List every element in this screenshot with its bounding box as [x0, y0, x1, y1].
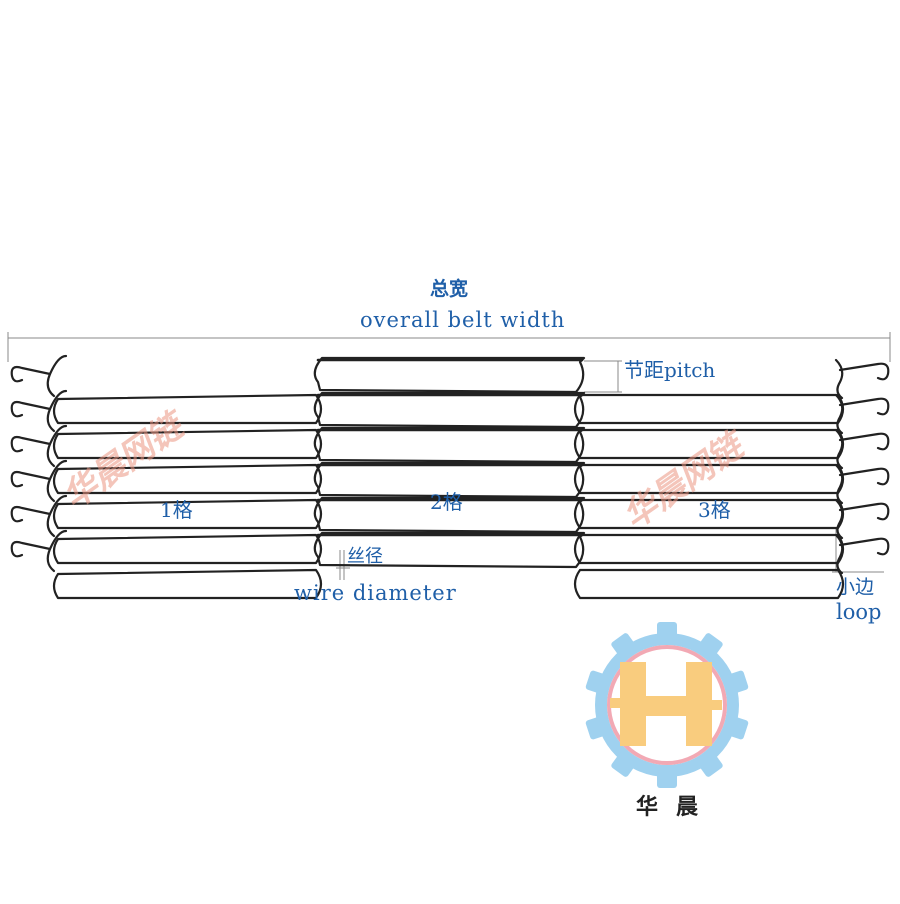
overall-width-label-cn: 总宽	[430, 278, 469, 300]
gear-tooth	[585, 670, 610, 695]
left-edge-loop	[46, 494, 68, 538]
left-edge-hook	[10, 540, 52, 558]
center-cell-wire	[313, 356, 586, 394]
left-edge-loop	[46, 529, 68, 573]
gear-h-logo-icon	[585, 622, 749, 788]
left-cell-wire	[52, 533, 323, 565]
logo-caption: 华晨	[636, 794, 717, 820]
pitch-label: 节距pitch	[624, 358, 716, 382]
belt-wires	[10, 354, 890, 600]
right-edge-hook	[838, 432, 890, 451]
right-edge-loop	[834, 358, 844, 400]
left-cell-wire	[52, 498, 323, 530]
center-cell-wire	[313, 426, 586, 464]
loop-label-cn: 小边	[836, 576, 875, 598]
gear-tooth	[657, 768, 677, 788]
left-edge-hook	[10, 400, 52, 418]
right-cell-wire	[573, 498, 845, 530]
wire-diameter-label-cn: 丝径	[347, 546, 383, 567]
cell-3-label: 3格	[698, 498, 731, 522]
right-edge-hook	[838, 362, 890, 381]
right-cell-wire	[573, 568, 845, 600]
left-cell-wire	[52, 428, 323, 460]
right-edge-hook	[838, 502, 890, 521]
left-edge-loop	[46, 424, 68, 468]
left-edge-hook	[10, 435, 52, 453]
right-cell-wire	[573, 428, 845, 460]
left-edge-hook	[10, 470, 52, 488]
gear-tooth	[697, 633, 723, 659]
left-edge-hook	[10, 365, 52, 383]
right-cell-wire	[573, 533, 845, 565]
gear-tooth	[657, 622, 677, 642]
right-edge-hook	[838, 467, 890, 486]
left-edge-loop	[46, 389, 68, 433]
gear-tooth	[724, 715, 749, 740]
cell-2-label: 2格	[430, 490, 463, 514]
right-cell-wire	[573, 463, 845, 495]
left-cell-wire	[52, 393, 323, 425]
left-edge-loop	[46, 354, 68, 398]
cell-1-label: 1格	[160, 498, 193, 522]
gear-tooth	[611, 751, 637, 777]
loop-label-en: loop	[836, 600, 882, 624]
left-cell-wire	[52, 463, 323, 495]
right-cell-wire	[573, 393, 845, 425]
left-cell-wire	[52, 568, 323, 600]
right-edge-hook	[838, 537, 890, 556]
gear-tooth	[724, 670, 749, 695]
gear-tooth	[585, 715, 610, 740]
gear-tooth	[697, 751, 723, 777]
center-cell-wire	[313, 531, 586, 569]
wire-diameter-label-en: wire diameter	[294, 581, 457, 605]
gear-tooth	[611, 633, 637, 659]
overall-width-label-en: overall belt width	[360, 308, 566, 332]
right-edge-hook	[838, 397, 890, 416]
center-cell-wire	[313, 391, 586, 429]
left-edge-hook	[10, 505, 52, 523]
